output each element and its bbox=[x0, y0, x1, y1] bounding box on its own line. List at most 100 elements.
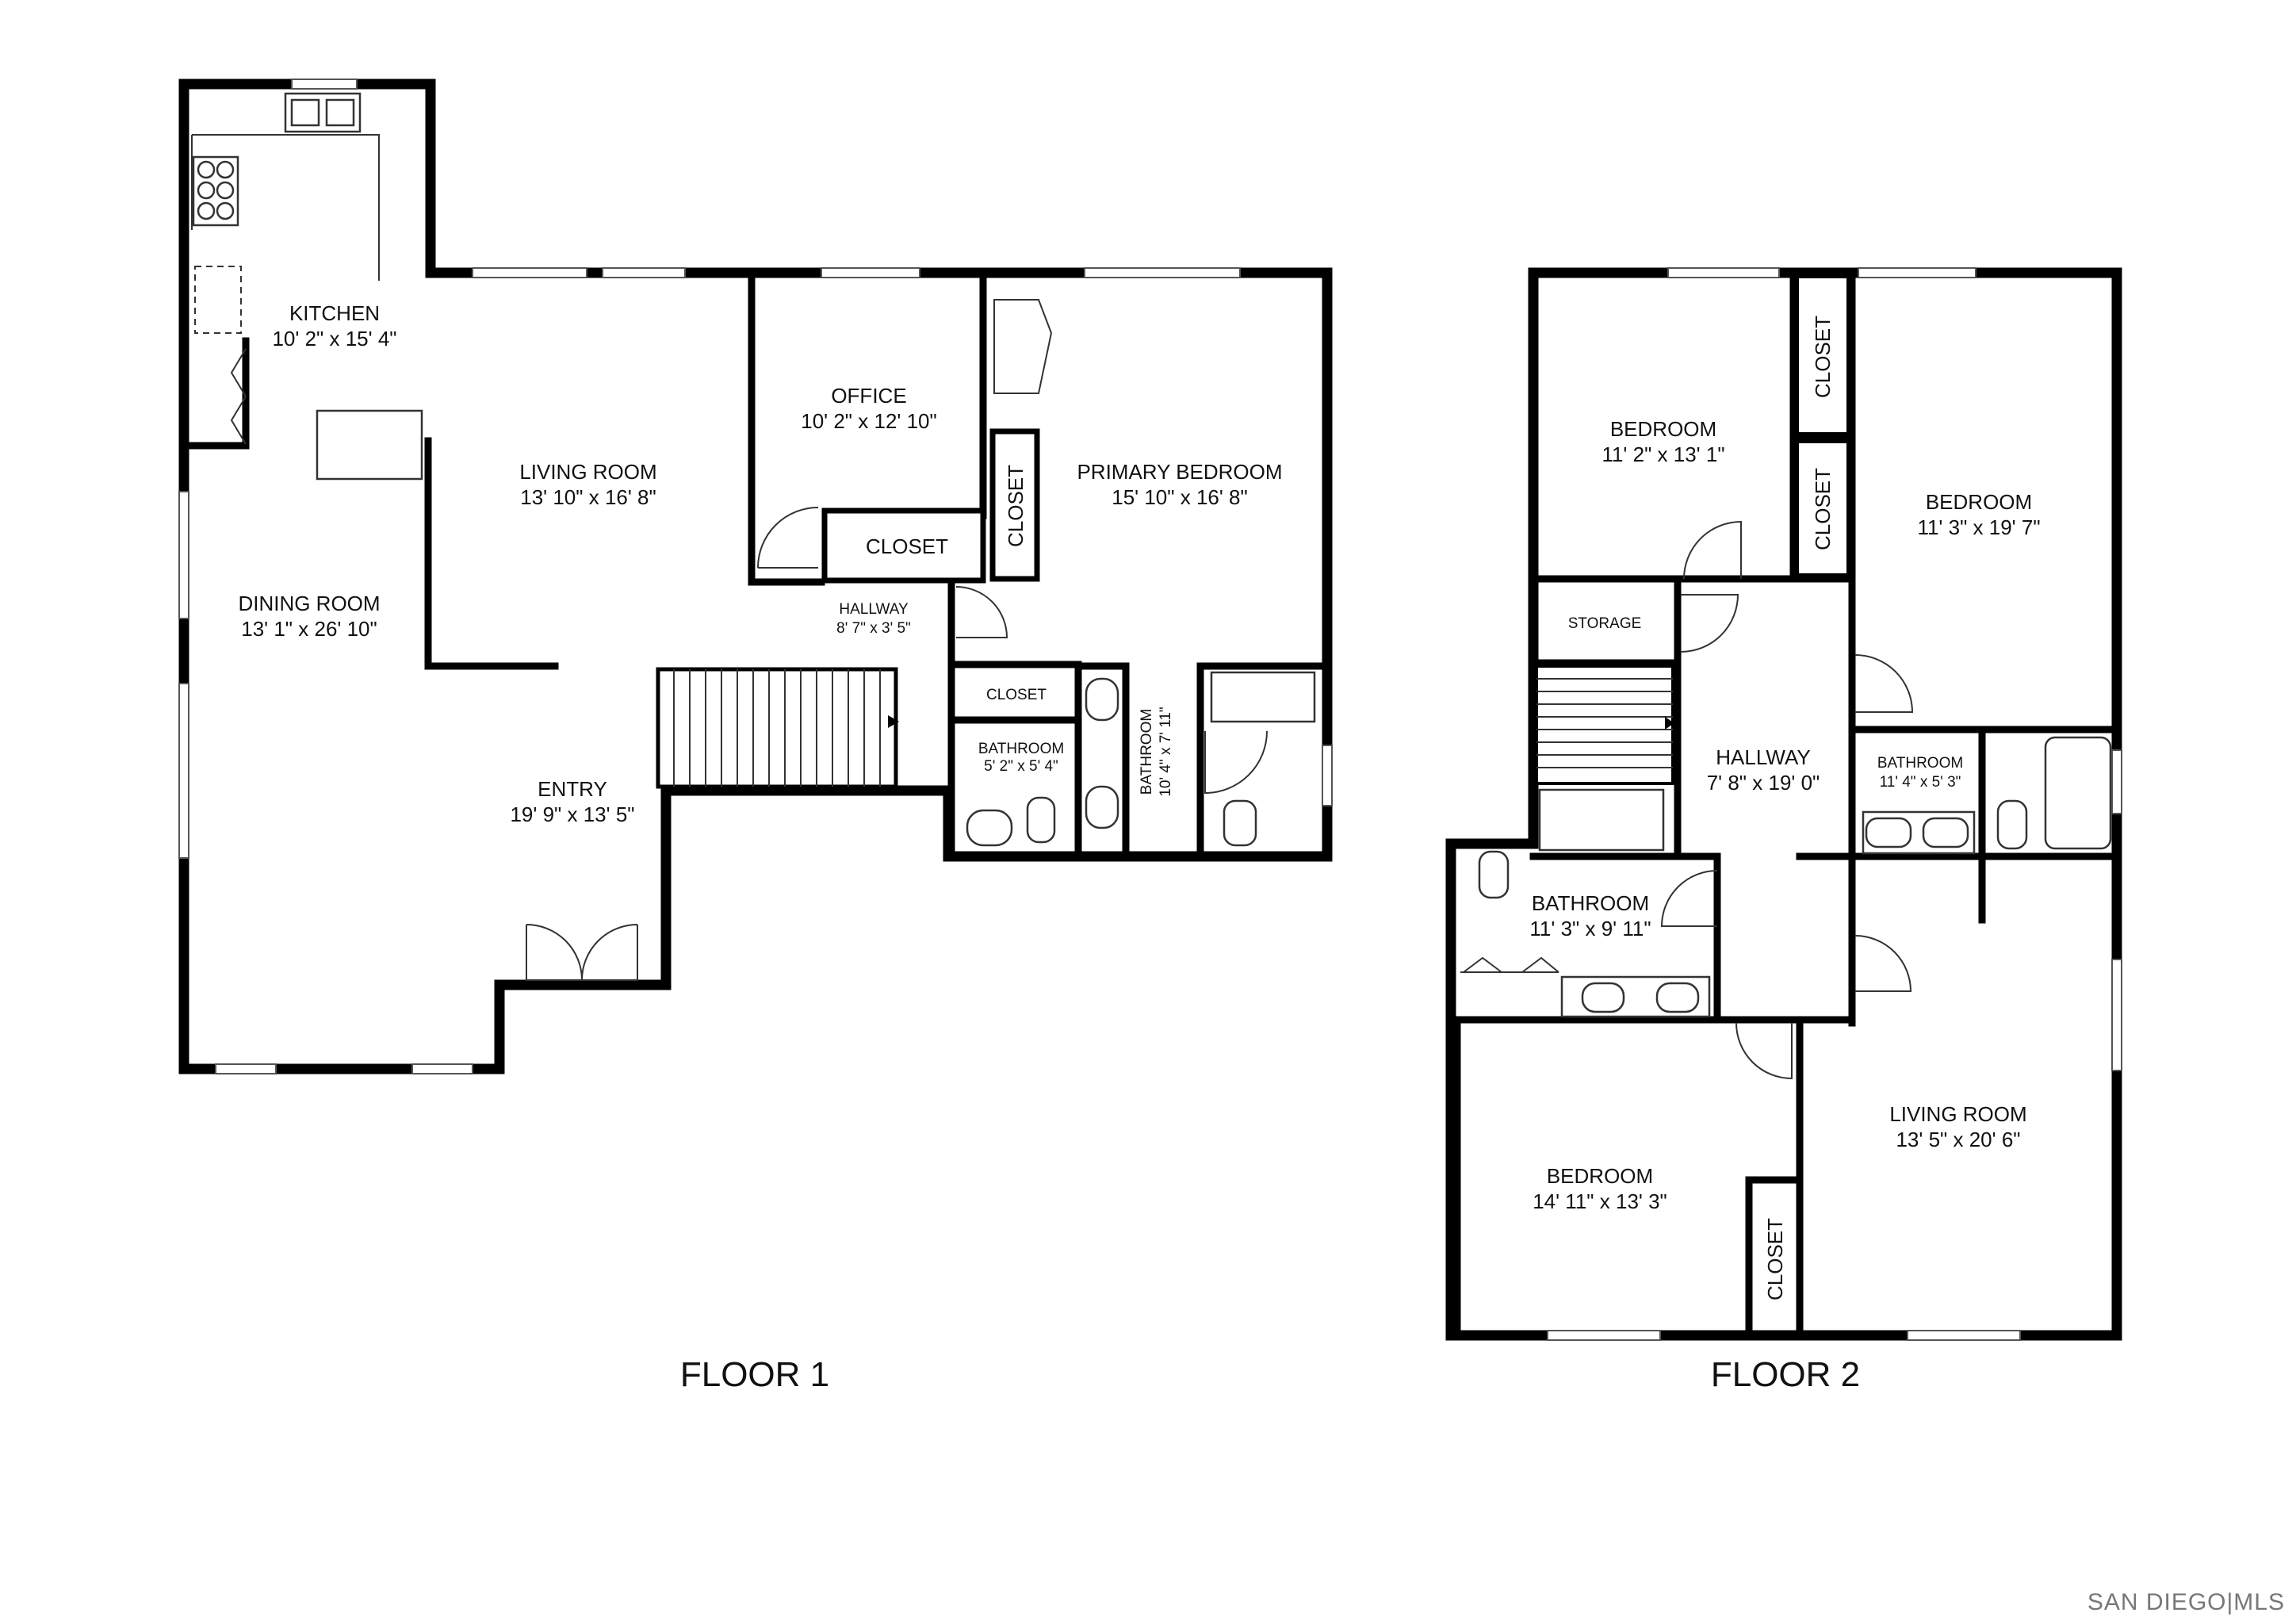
entry-dims: 19' 9" x 13' 5" bbox=[510, 802, 634, 826]
kitchen-dims: 10' 2" x 15' 4" bbox=[272, 327, 396, 350]
window bbox=[1667, 267, 1780, 278]
entry-label: ENTRY bbox=[538, 777, 607, 801]
stove-burner bbox=[216, 201, 235, 220]
primary-bath-dims: 10' 4" x 7' 11" bbox=[1158, 707, 1174, 796]
fridge-outline bbox=[194, 266, 242, 334]
closet-sw-label: CLOSET bbox=[1763, 1218, 1787, 1300]
window bbox=[178, 491, 189, 619]
window bbox=[472, 267, 587, 278]
bath-main-label: BATHROOM bbox=[1532, 891, 1649, 915]
floor-1-title: FLOOR 1 bbox=[680, 1355, 829, 1394]
toilet bbox=[1026, 796, 1056, 844]
living-2-label: LIVING ROOM bbox=[1889, 1102, 2026, 1126]
bedroom-ne-dims: 11' 3" x 19' 7" bbox=[1917, 515, 2040, 539]
stove-burner bbox=[216, 181, 235, 200]
stove-burner bbox=[197, 181, 216, 200]
brand-watermark: SAN DIEGO|MLS bbox=[2087, 1589, 2285, 1615]
sink-basin-left bbox=[290, 98, 320, 127]
door-swing bbox=[1680, 594, 1739, 653]
bath-small-label: BATHROOM bbox=[1877, 755, 1963, 772]
bath-small-dims: 11' 4" x 5' 3" bbox=[1880, 774, 1961, 791]
office-door-swing bbox=[757, 507, 819, 569]
living-room-wall bbox=[424, 437, 559, 670]
hallway-2-label: HALLWAY bbox=[1716, 745, 1810, 769]
floor-1-plan: KITCHEN 10' 2" x 15' 4" LIVING ROOM 13' … bbox=[178, 79, 1333, 1394]
storage-label: STORAGE bbox=[1568, 615, 1642, 632]
bedroom-sw-label: BEDROOM bbox=[1547, 1164, 1653, 1188]
sink-basin-right bbox=[325, 98, 355, 127]
kitchen-counter bbox=[191, 134, 380, 281]
half-bath-label: BATHROOM bbox=[978, 741, 1064, 757]
hall-closet-label: CLOSET bbox=[986, 687, 1047, 703]
sink bbox=[1922, 817, 1969, 848]
primary-closet-label: CLOSET bbox=[1004, 465, 1027, 547]
living-2-dims: 13' 5" x 20' 6" bbox=[1896, 1128, 2020, 1151]
window bbox=[821, 267, 920, 278]
hallway-label: HALLWAY bbox=[839, 601, 909, 618]
primary-closet-box bbox=[989, 428, 1040, 582]
entry-door bbox=[526, 924, 638, 981]
door-swing bbox=[1854, 654, 1914, 713]
stairs-floor-2 bbox=[1535, 665, 1674, 785]
bedroom-ne-label: BEDROOM bbox=[1926, 490, 2032, 514]
closet-top-box bbox=[1794, 274, 1851, 437]
window bbox=[1907, 1330, 2021, 1341]
kitchen-pantry-wall bbox=[183, 337, 250, 450]
window bbox=[1084, 267, 1241, 278]
door-swing bbox=[1683, 520, 1742, 580]
sink bbox=[1085, 677, 1119, 722]
window bbox=[215, 1063, 277, 1074]
bathtub bbox=[1538, 788, 1665, 852]
bedroom-nw-dims: 11' 2" x 13' 1" bbox=[1601, 442, 1724, 466]
primary-bedroom-dims: 15' 10" x 16' 8" bbox=[1112, 485, 1248, 509]
office-walls bbox=[748, 274, 987, 586]
window bbox=[178, 683, 189, 859]
floor-2-interior-walls bbox=[1453, 269, 2121, 1339]
sink bbox=[1085, 785, 1119, 829]
bath-door-swing bbox=[1204, 730, 1268, 795]
window bbox=[2111, 749, 2122, 814]
linen-doors bbox=[1460, 956, 1559, 973]
stove-burner bbox=[197, 201, 216, 220]
sink bbox=[1655, 982, 1700, 1013]
floor-2-title: FLOOR 2 bbox=[1711, 1355, 1860, 1394]
office-dims: 10' 2" x 12' 10" bbox=[801, 409, 937, 433]
door-swing bbox=[1735, 1022, 1793, 1080]
half-bath-dims: 5' 2" x 5' 4" bbox=[984, 758, 1058, 775]
primary-bath-label: BATHROOM bbox=[1138, 709, 1155, 795]
kitchen-island bbox=[316, 409, 423, 481]
toilet bbox=[1478, 850, 1510, 899]
stove-burner bbox=[197, 160, 216, 179]
kitchen-label: KITCHEN bbox=[289, 301, 380, 325]
floor-2-plan: BEDROOM 11' 2" x 13' 1" CLOSET CLOSET BE… bbox=[1445, 267, 2122, 1394]
hall-door-swing bbox=[955, 586, 1008, 638]
window bbox=[411, 1063, 473, 1074]
window bbox=[602, 267, 686, 278]
office-closet-label: CLOSET bbox=[866, 534, 948, 558]
primary-bedroom-label: PRIMARY BEDROOM bbox=[1077, 460, 1282, 484]
hallway-2-dims: 7' 8" x 19' 0" bbox=[1707, 771, 1820, 795]
window bbox=[291, 79, 358, 90]
dining-room-dims: 13' 1" x 26' 10" bbox=[241, 617, 377, 641]
dresser bbox=[993, 299, 1053, 394]
bathtub bbox=[2044, 736, 2112, 850]
door-swing bbox=[1854, 935, 1912, 992]
bedroom-nw-label: BEDROOM bbox=[1610, 417, 1716, 441]
window bbox=[1547, 1330, 1661, 1341]
bedroom-sw-dims: 14' 11" x 13' 3" bbox=[1533, 1189, 1667, 1213]
floor-2-exterior-walls bbox=[1445, 267, 2122, 1341]
window bbox=[1858, 267, 1976, 278]
office-label: OFFICE bbox=[831, 384, 906, 408]
sink bbox=[1865, 817, 1912, 848]
living-room-label: LIVING ROOM bbox=[519, 460, 656, 484]
living-room-dims: 13' 10" x 16' 8" bbox=[520, 485, 656, 509]
shower bbox=[1210, 671, 1316, 723]
sink bbox=[966, 809, 1013, 847]
bath-walls bbox=[947, 583, 1331, 857]
door-swing bbox=[1660, 870, 1718, 927]
window bbox=[1322, 745, 1333, 806]
dining-room-label: DINING ROOM bbox=[238, 592, 380, 615]
toilet bbox=[1996, 799, 2028, 850]
hallway-dims: 8' 7" x 3' 5" bbox=[836, 620, 911, 637]
